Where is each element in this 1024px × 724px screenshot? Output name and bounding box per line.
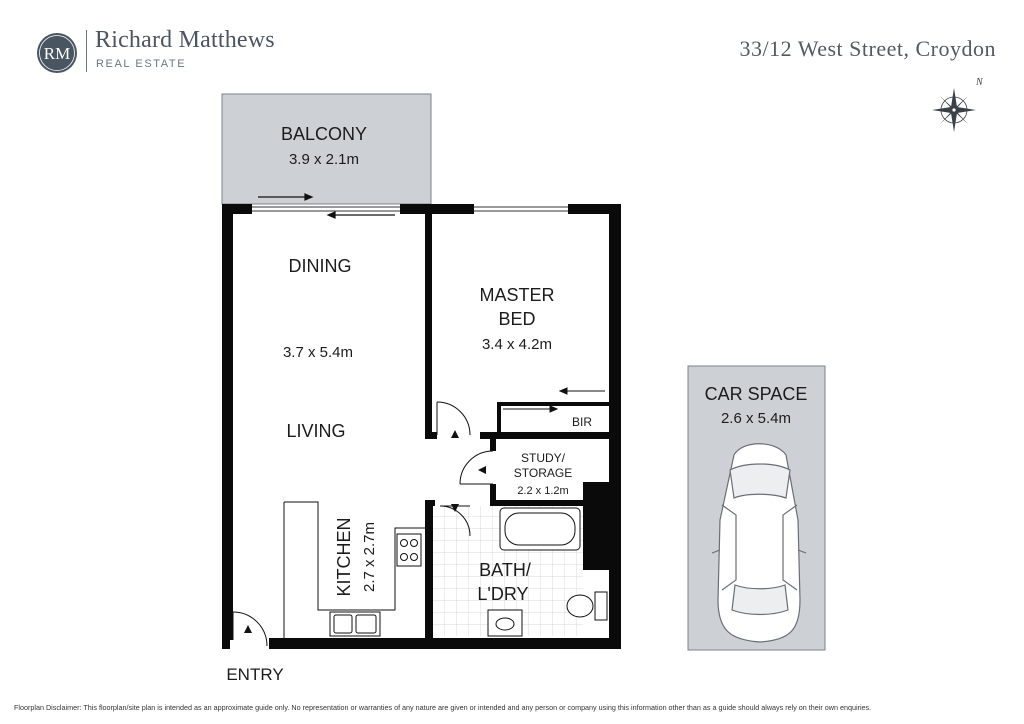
bath-fixtures (487, 507, 608, 637)
study-size: 2.2 x 1.2m (517, 485, 568, 497)
balcony-label: BALCONY (281, 124, 367, 144)
bir-sliding-arrows (503, 387, 605, 413)
master-bed-label-line1: MASTER (479, 285, 554, 305)
kitchen-label: KITCHEN (334, 517, 354, 596)
master-bed-label-line2: BED (498, 309, 535, 329)
study-label-line1: STUDY/ (521, 451, 566, 465)
bath-label-line2: L'DRY (477, 584, 528, 604)
door-swings (232, 401, 494, 647)
bath-label-line1: BATH/ (479, 560, 531, 580)
master-bed-size: 3.4 x 4.2m (482, 336, 552, 353)
study-label-line2: STORAGE (514, 466, 572, 480)
door-direction-arrows (244, 430, 486, 633)
sliding-door-arrows (258, 193, 395, 219)
compass-icon: N (932, 77, 984, 132)
bir-label: BIR (572, 415, 592, 429)
floorplan-disclaimer: Floorplan Disclaimer: This floorplan/sit… (14, 703, 872, 712)
car-icon (711, 443, 807, 643)
kitchen-size: 2.7 x 2.7m (361, 522, 378, 592)
agency-subtitle: REAL ESTATE (96, 58, 187, 70)
windows (252, 206, 568, 212)
living-size: 3.7 x 5.4m (283, 344, 353, 361)
agency-name: Richard Matthews (95, 27, 275, 53)
dining-label: DINING (289, 256, 352, 276)
brand-divider (86, 30, 87, 72)
balcony-area (221, 93, 432, 205)
property-address: 33/12 West Street, Croydon (739, 36, 996, 61)
balcony-size: 3.9 x 2.1m (289, 151, 359, 168)
walls (222, 204, 621, 649)
compass-north-label: N (975, 77, 984, 88)
car-space-size: 2.6 x 5.4m (721, 410, 791, 427)
kitchen-bench (283, 501, 425, 638)
car-space-label: CAR SPACE (705, 384, 808, 404)
logo-monogram: RM (44, 44, 70, 63)
entry-label: ENTRY (226, 665, 283, 684)
living-label: LIVING (286, 421, 345, 441)
agency-logo: RM (37, 33, 77, 73)
